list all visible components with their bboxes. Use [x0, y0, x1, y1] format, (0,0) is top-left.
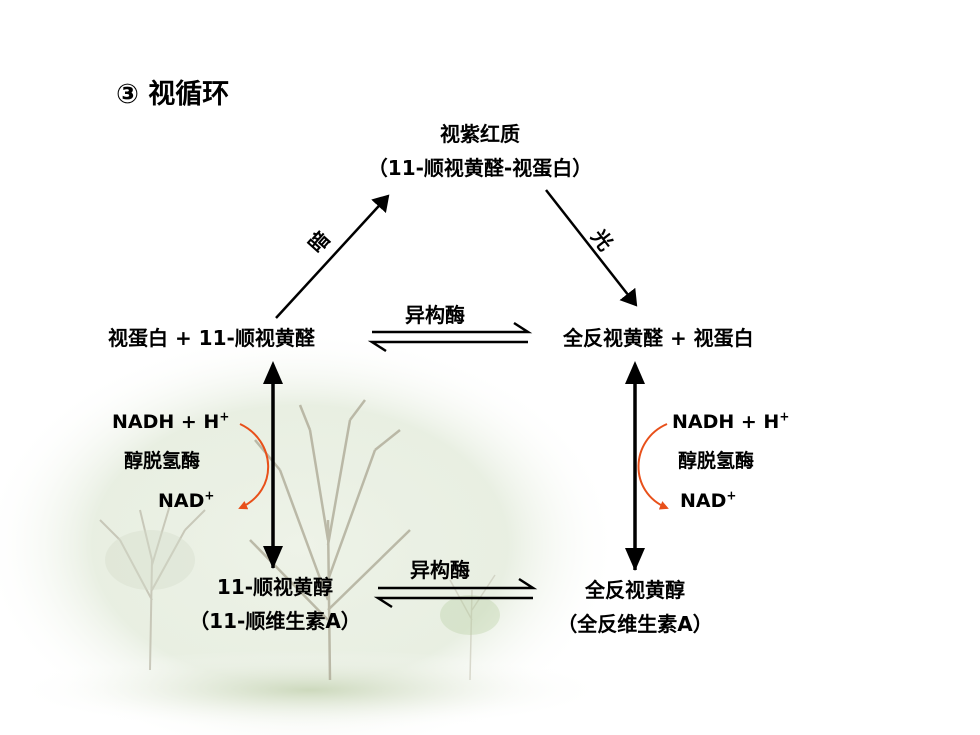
right-cofactor-curve	[637, 423, 669, 510]
dark-arrow	[275, 194, 390, 319]
isomerase-top-equilibrium	[367, 321, 533, 353]
left-vertical-arrowhead-up	[263, 361, 283, 384]
isomerase-bottom-equilibrium	[373, 577, 538, 609]
left-nad-text: NAD	[158, 490, 205, 512]
left-nadh-label: NADH + H+	[112, 410, 229, 434]
left-middle-node: 视蛋白 + 11-顺视黄醛	[108, 326, 315, 350]
left-nad-label: NAD+	[158, 489, 214, 513]
trans-retinol-name: 全反视黄醇	[585, 578, 685, 602]
right-nad-sup: +	[726, 488, 737, 503]
isomerase-bottom-label: 异构酶	[410, 558, 470, 582]
right-nadh-label: NADH + H+	[672, 410, 789, 434]
tree-center	[249, 399, 411, 681]
rhodopsin-desc: （11-顺视黄醛-视蛋白）	[367, 156, 593, 180]
cis-retinol-name: 11-顺视黄醇	[216, 575, 334, 599]
left-nadh-sup: +	[219, 409, 230, 424]
right-vertical-arrowhead-down	[625, 548, 645, 571]
rhodopsin-name: 视紫红质	[440, 122, 520, 146]
left-cofactor-curve	[238, 423, 270, 510]
cis-retinol-desc: （11-顺维生素A）	[189, 609, 361, 633]
right-nadh-text: NADH + H	[672, 411, 780, 433]
left-enzyme-label: 醇脱氢酶	[124, 450, 201, 472]
page-title: ③ 视循环	[116, 79, 230, 110]
isomerase-top-label: 异构酶	[405, 303, 465, 327]
right-nad-text: NAD	[680, 490, 727, 512]
tree-right	[449, 574, 496, 681]
right-nadh-sup: +	[779, 409, 790, 424]
right-middle-node: 全反视黄醛 + 视蛋白	[563, 326, 754, 350]
left-nad-sup: +	[204, 488, 215, 503]
tree-left	[99, 504, 206, 671]
left-nadh-text: NADH + H	[112, 411, 220, 433]
right-vertical-arrowhead-up	[625, 361, 645, 384]
left-vertical-arrowhead-down	[263, 546, 283, 569]
light-arrow	[545, 189, 638, 307]
right-enzyme-label: 醇脱氢酶	[678, 450, 755, 472]
trans-retinol-desc: （全反维生素A）	[557, 612, 713, 636]
right-nad-label: NAD+	[680, 489, 736, 513]
